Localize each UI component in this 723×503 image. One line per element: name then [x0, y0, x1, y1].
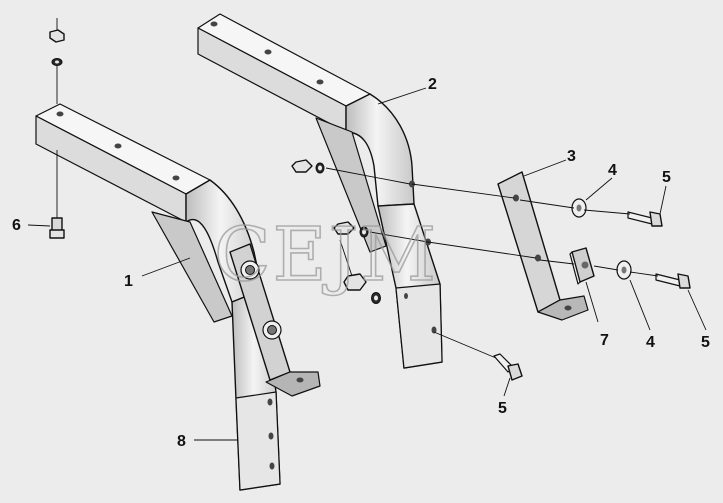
bracket-rear-right	[197, 13, 443, 369]
callout-8: 8	[177, 433, 186, 450]
angle-bracket	[497, 171, 589, 321]
mount-hole	[267, 398, 273, 406]
callout-4-upper: 4	[608, 162, 617, 179]
hex-nut	[291, 159, 325, 174]
hex-bolt	[655, 273, 691, 289]
callout-1: 1	[124, 273, 133, 290]
callout-3: 3	[567, 148, 576, 165]
mount-hole	[172, 175, 180, 181]
callout-5-upper: 5	[662, 169, 671, 186]
callout-6: 6	[12, 217, 21, 234]
hex-nut	[333, 221, 369, 238]
mount-hole	[268, 432, 274, 440]
hex-bolt	[627, 211, 663, 227]
hex-nut	[343, 273, 381, 304]
watermark: CEJM	[214, 212, 438, 298]
callouts: 1 2 3 4 4 5 5 5 6 7 8	[12, 76, 710, 450]
mount-hole	[269, 462, 275, 470]
callout-5-right: 5	[701, 334, 710, 351]
mount-hole	[56, 111, 64, 117]
assembly-lines	[325, 167, 659, 359]
bracket-front-left	[35, 103, 281, 491]
flat-washer	[571, 198, 587, 218]
flat-washer	[616, 260, 632, 280]
hex-bolt	[493, 353, 523, 381]
callout-5-bottom: 5	[498, 400, 507, 417]
callout-4-lower: 4	[646, 334, 655, 351]
spacer-block	[569, 247, 595, 285]
mounted-plate-left	[229, 243, 321, 397]
fastener-stack	[49, 18, 65, 239]
callout-2: 2	[428, 76, 437, 93]
mount-hole	[114, 143, 122, 149]
callout-7: 7	[600, 332, 609, 349]
